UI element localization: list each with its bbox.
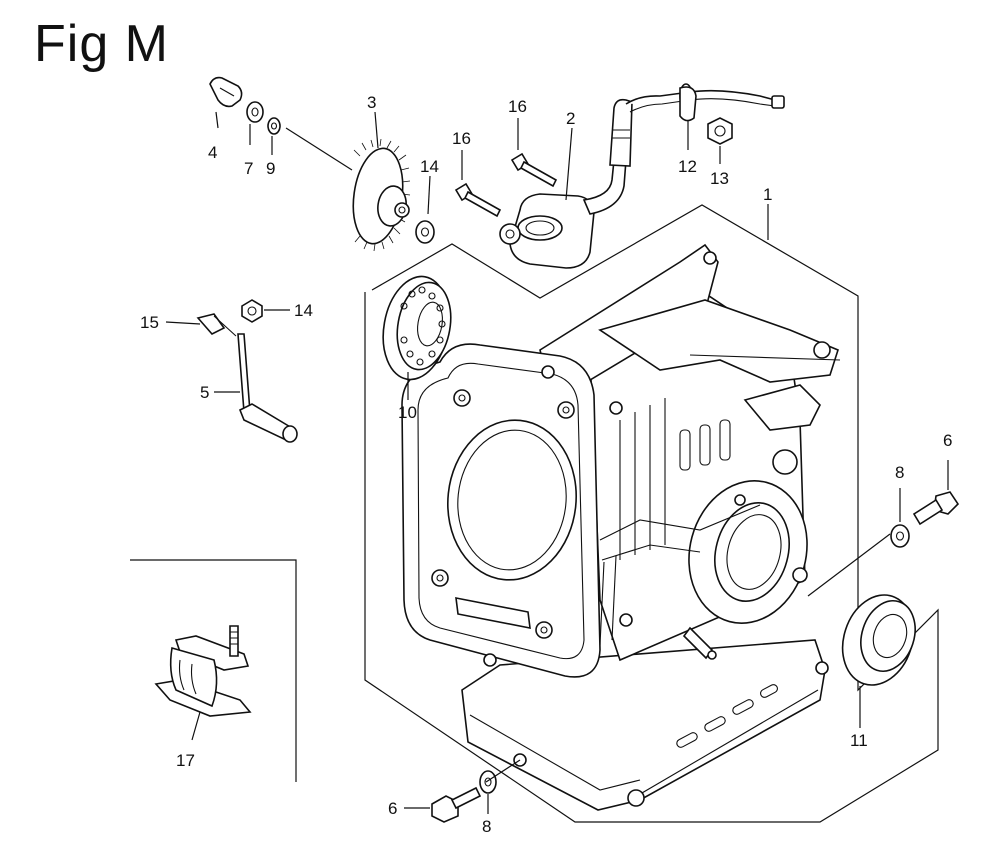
governor-slider [209,76,243,108]
callout-6-bottom: 6 [388,799,397,818]
bolt-washer-right [890,491,960,548]
callout-8-right: 8 [895,463,904,482]
callout-15: 15 [140,313,159,332]
bolts-16 [454,152,558,218]
callout-3: 3 [367,93,376,112]
callout-6-right: 6 [943,431,952,450]
oil-seal [841,594,916,686]
callout-17: 17 [176,751,195,770]
governor-arm [196,299,298,443]
bolt-washer-bottom [431,770,497,823]
callout-14-mid: 14 [420,157,439,176]
crankcase [401,243,841,811]
washers-upper [246,101,281,135]
governor-gear [352,138,411,252]
callout-10: 10 [398,403,417,422]
callout-7: 7 [244,159,253,178]
clamp-nut [679,86,733,145]
washer-mid [415,220,435,244]
callout-5: 5 [200,383,209,402]
callout-4: 4 [208,143,217,162]
bearing [382,275,452,381]
callout-1: 1 [763,185,772,204]
callout-12: 12 [678,157,697,176]
callout-14-arm: 14 [294,301,313,320]
breather-tube [499,83,785,269]
mount-bracket [154,625,252,717]
callout-9: 9 [266,159,275,178]
callout-numbers: 1 2 3 4 5 6 6 7 8 8 9 10 11 12 13 14 14 … [140,93,952,836]
callout-11: 11 [850,731,868,750]
callout-16-b: 16 [452,129,471,148]
leader-lines [165,111,949,814]
callout-13: 13 [710,169,729,188]
callout-16-a: 16 [508,97,527,116]
callout-2: 2 [566,109,575,128]
figure-title: Fig M [34,15,169,73]
callout-8-bottom: 8 [482,817,491,836]
